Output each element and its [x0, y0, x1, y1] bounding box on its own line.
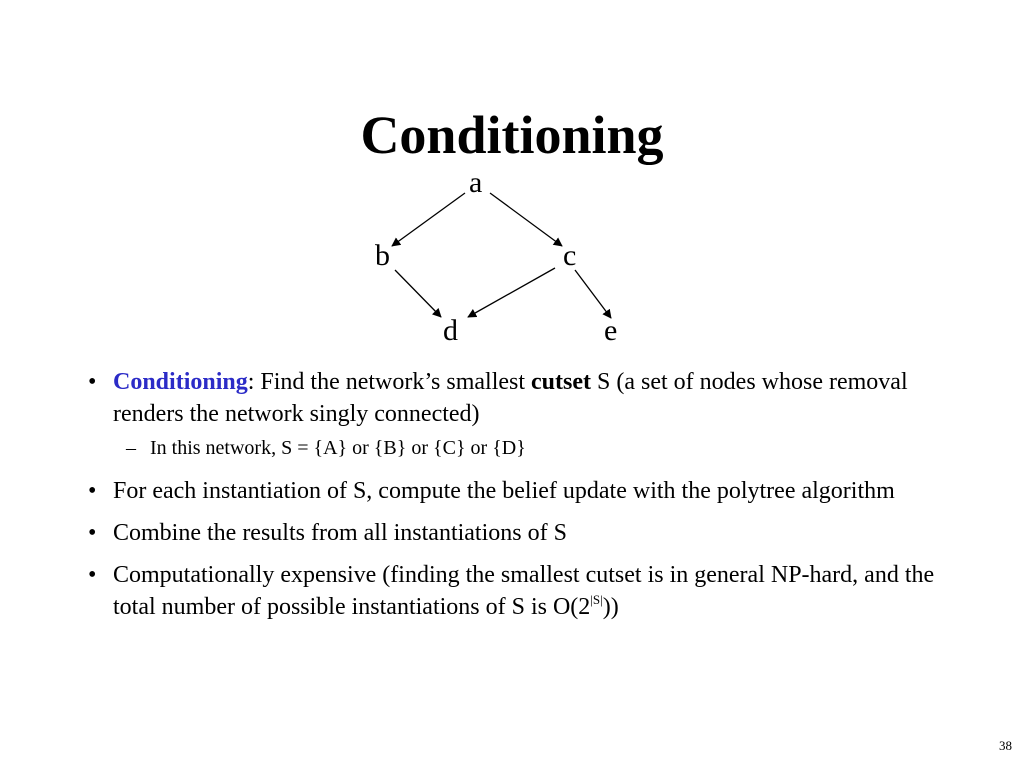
sub-bullet-cutset-example: – In this network, S = {A} or {B} or {C}…: [88, 434, 948, 462]
bullet-combine: • Combine the results from all instantia…: [88, 517, 948, 549]
bullet-text: S (a set of nodes whose removal renders …: [113, 369, 908, 427]
bullet-text: For each instantiation of S, compute the…: [113, 478, 895, 504]
node-a: a: [469, 166, 483, 199]
bullet-text: Combine the results from all instantiati…: [113, 520, 567, 546]
slide-title: Conditioning: [360, 105, 664, 165]
edge-b-d: [394, 269, 442, 318]
bullet-text: Computationally expensive (finding the s…: [113, 562, 935, 620]
bullet-instantiation: • For each instantiation of S, compute t…: [88, 475, 948, 507]
sub-bullet-dash: –: [126, 437, 136, 459]
bullet-list: • Conditioning: Find the network’s small…: [88, 366, 948, 623]
node-d: d: [443, 314, 458, 347]
exponent: |S|: [590, 592, 603, 607]
bullet-glyph: •: [88, 478, 97, 504]
node-e: e: [604, 314, 618, 347]
bullet-text: : Find the network’s smallest: [247, 369, 532, 395]
node-b: b: [375, 239, 390, 272]
bullet-glyph: •: [88, 369, 97, 395]
term-cutset: cutset: [531, 369, 592, 395]
edge-c-e: [574, 269, 612, 319]
bullet-glyph: •: [88, 562, 97, 588]
sub-bullet-text: In this network, S = {A} or {B} or {C} o…: [150, 437, 526, 459]
edge-c-d: [467, 267, 556, 318]
edge-a-c: [489, 192, 563, 247]
bullet-conditioning: • Conditioning: Find the network’s small…: [88, 366, 948, 430]
term-conditioning: Conditioning: [113, 369, 248, 395]
slide-number: 38: [999, 738, 1012, 753]
bullet-glyph: •: [88, 520, 97, 546]
bullet-text: )): [602, 594, 619, 620]
bullet-expensive: • Computationally expensive (finding the…: [88, 559, 948, 623]
node-c: c: [563, 239, 577, 272]
edge-a-b: [391, 192, 466, 247]
